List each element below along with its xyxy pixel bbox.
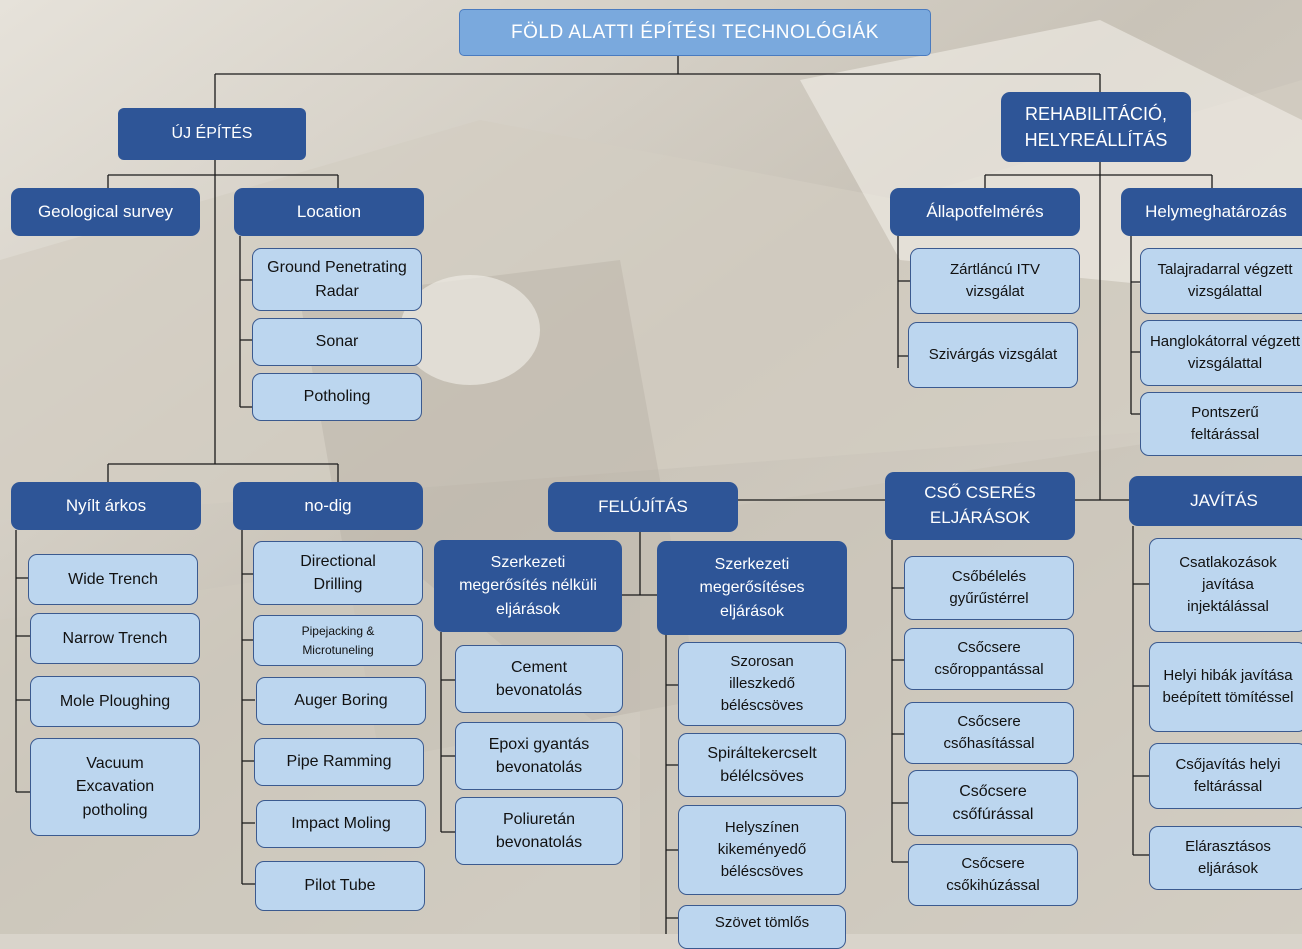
pipe-replacement-item: Csőcsere csőfúrással [908,770,1078,836]
root-title: FÖLD ALATTI ÉPÍTÉSI TECHNOLÓGIÁK [459,9,931,56]
no-dig-item: Pilot Tube [255,861,425,911]
structural-item: Szövet tömlős [678,905,846,949]
localization-item: Talajradarral végzett vizsgálattal [1140,248,1302,314]
location-item: Sonar [252,318,422,366]
repair-item: Csatlakozások javítása injektálással [1149,538,1302,632]
localization-node: Helymeghatározás [1121,188,1302,236]
geological-survey-node: Geological survey [11,188,200,236]
open-trench-item: Narrow Trench [30,613,200,664]
repair-item: Elárasztásos eljárások [1149,826,1302,890]
no-dig-item: Directional Drilling [253,541,423,605]
condition-survey-item: Zártláncú ITV vizsgálat [910,248,1080,314]
no-dig-node: no-dig [233,482,423,530]
non-structural-item: Cement bevonatolás [455,645,623,713]
new-construction-node: ÚJ ÉPÍTÉS [118,108,306,160]
rehabilitation-node: REHABILITÁCIÓ, HELYREÁLLÍTÁS [1001,92,1191,162]
no-dig-item: Pipe Ramming [254,738,424,786]
open-trench-item: Vacuum Excavation potholing [30,738,200,836]
localization-item: Pontszerű feltárással [1140,392,1302,456]
no-dig-item: Impact Moling [256,800,426,848]
non-structural-node: Szerkezeti megerősítés nélküli eljárások [434,540,622,632]
open-trench-item: Mole Ploughing [30,676,200,727]
repair-item: Csőjavítás helyi feltárással [1149,743,1302,809]
non-structural-item: Poliuretán bevonatolás [455,797,623,865]
pipe-replacement-item: Csőcsere csőhasítással [904,702,1074,764]
condition-survey-node: Állapotfelmérés [890,188,1080,236]
condition-survey-item: Szivárgás vizsgálat [908,322,1078,388]
structural-item: Spiráltekercselt bélélcsöves [678,733,846,797]
location-item: Ground Penetrating Radar [252,248,422,311]
location-item: Potholing [252,373,422,421]
pipe-replacement-item: Csőcsere csőroppantással [904,628,1074,690]
localization-item: Hanglokátorral végzett vizsgálattal [1140,320,1302,386]
non-structural-item: Epoxi gyantás bevonatolás [455,722,623,790]
renovation-node: FELÚJÍTÁS [548,482,738,532]
no-dig-item: Pipejacking & Microtuneling [253,615,423,666]
pipe-replacement-item: Csőbélelés gyűrűstérrel [904,556,1074,620]
open-trench-node: Nyílt árkos [11,482,201,530]
repair-item: Helyi hibák javítása beépített tömítésse… [1149,642,1302,732]
structural-node: Szerkezeti megerősítéses eljárások [657,541,847,635]
repair-node: JAVÍTÁS [1129,476,1302,526]
pipe-replacement-item: Csőcsere csőkihúzással [908,844,1078,906]
no-dig-item: Auger Boring [256,677,426,725]
open-trench-item: Wide Trench [28,554,198,605]
pipe-replacement-node: CSŐ CSERÉS ELJÁRÁSOK [885,472,1075,540]
structural-item: Helyszínen kikeményedő béléscsöves [678,805,846,895]
structural-item: Szorosan illeszkedő béléscsöves [678,642,846,726]
location-node: Location [234,188,424,236]
